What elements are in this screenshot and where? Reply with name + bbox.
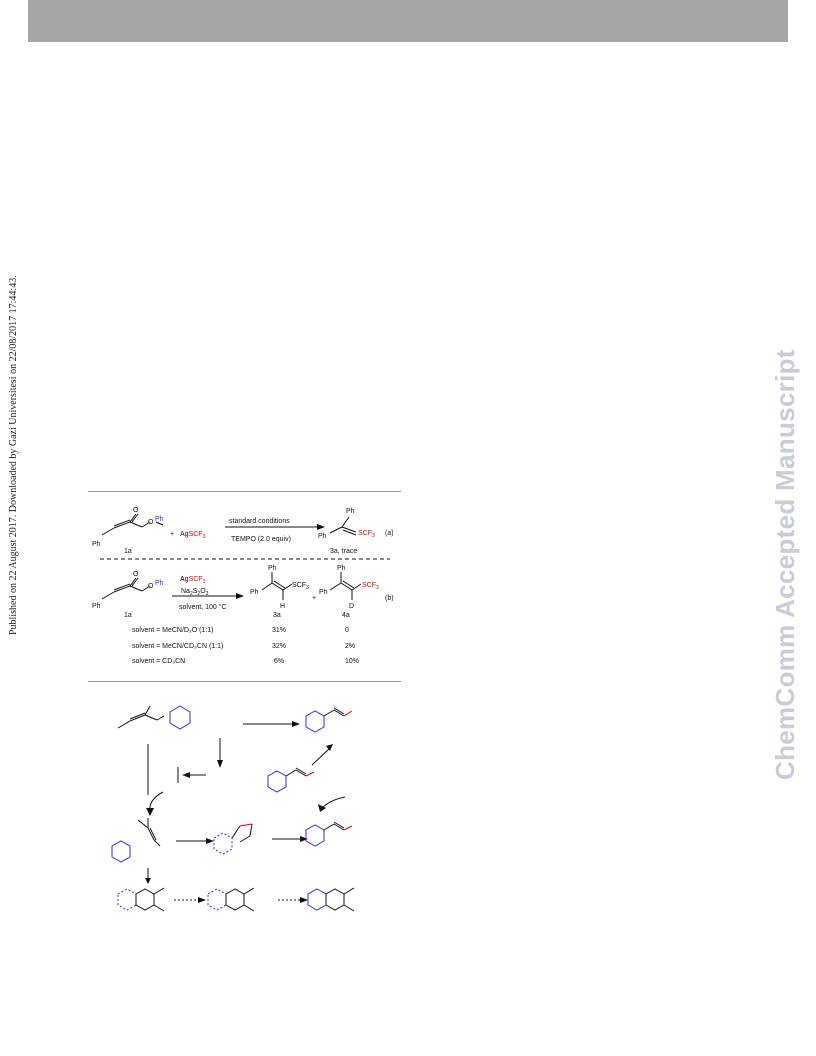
plus-b: + [312,595,316,602]
p3-ph-left: Ph [250,589,259,596]
p4-ph-top: Ph [337,565,346,572]
label-o-a2: O [148,519,154,526]
p4-scf3: SCF3 [362,582,379,591]
label-ph-blue-b: Ph [155,580,164,587]
reactant-1a-structure-b [101,577,151,600]
label-o-a1: O [133,507,139,514]
p4-d: D [349,603,354,610]
label-4a-b: 4a [342,612,350,619]
row2-3a: 32% [272,643,286,650]
product-ph-top-a: Ph [346,508,355,515]
p3-ph-top: Ph [268,565,277,572]
row2-solvent: solvent = MeCN/CD₃CN (1:1) [132,643,223,650]
conditions-bottom-a: TEMPO (2.0 equiv) [231,536,291,543]
agscf3-a: AgSCF3 [180,531,206,540]
conditions-b: solvent, 100 °C [179,603,227,611]
scheme-label-a: (a) [385,530,394,537]
label-ph-blue-a: Ph [155,516,164,523]
product-3a-structure [329,516,357,536]
p3-scf3: SCF3 [292,582,309,591]
label-ph-b: Ph [92,603,101,610]
row1-3a: 31% [272,627,286,634]
label-ph-a: Ph [92,541,101,548]
result-a: 3a, trace [330,548,357,555]
label-o-b1: O [133,571,139,578]
product-4a-structure-b [329,572,362,600]
conditions-top-a: standard conditions [229,518,290,525]
label-3a-b: 3a [273,612,281,619]
product-scf3-a: SCF3 [358,530,375,539]
row3-solvent: solvent = CD₃CN [132,658,185,665]
reagent-agscf3-b: AgSCF3 [180,576,206,585]
row3-3a: 6% [274,658,284,665]
reactant-1a-structure [101,513,164,536]
scheme-top-rule [88,491,401,492]
row2-4a: 2% [345,643,355,650]
label-o-b2: O [148,583,154,590]
plus-a: + [170,531,174,538]
header-bar [28,0,788,42]
scheme-divider-rule [88,681,401,682]
row3-4a: 10% [345,658,359,665]
scheme-label-b: (b) [385,595,394,602]
product-3a-structure-b [261,572,293,600]
row1-solvent: solvent = MeCN/D₂O (1:1) [132,627,214,634]
label-1a-a: 1a [124,548,132,555]
label-1a-b: 1a [124,612,132,619]
product-ph-left-a: Ph [318,533,327,540]
mechanism-scheme [111,705,355,912]
row1-4a: 0 [345,627,349,634]
p4-ph-left: Ph [319,589,328,596]
p3-h: H [280,603,285,610]
reagent-na2s2o3-b: Na2S2O3 [181,588,209,597]
